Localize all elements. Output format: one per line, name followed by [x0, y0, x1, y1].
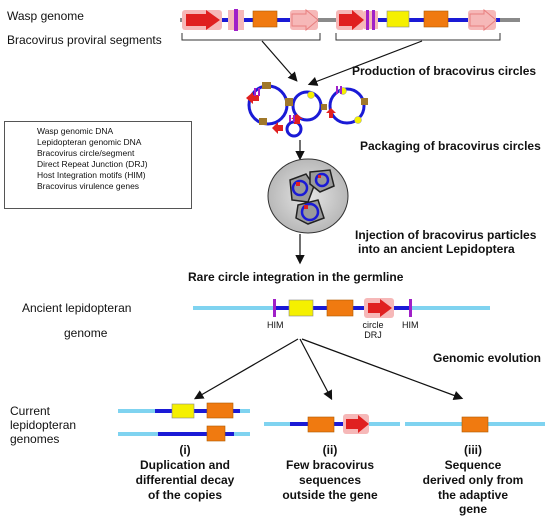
- proviral-segments-label: Bracovirus proviral segments: [7, 33, 162, 47]
- him-label-right: HIM: [402, 320, 419, 330]
- legend-item-virulence-genes: Bracovirus virulence genes: [37, 181, 140, 191]
- current-genome-1: [118, 402, 250, 442]
- ancient-genome-label-2: genome: [64, 326, 108, 340]
- legend-item-lep-dna: Lepidopteran genomic DNA: [37, 137, 142, 147]
- outcome-2-line-1: Few bracovirus: [285, 458, 375, 472]
- outcome-3-line-3: the adaptive: [437, 488, 509, 502]
- outcome-3-line-1: Sequence: [444, 458, 502, 472]
- him-label-left: HIM: [267, 320, 284, 330]
- legend-item-him: Host Integration motifs (HIM): [37, 170, 146, 180]
- current-genome-2: [264, 414, 400, 434]
- arrow-to-outcome-3: [301, 338, 464, 400]
- circle-drj-label-1: circle: [362, 320, 384, 330]
- arrow-segment1: [261, 40, 298, 82]
- arrow-to-outcome-1: [193, 338, 299, 400]
- bracovirus-particle: [267, 158, 349, 234]
- legend-box: Wasp genomic DNA Lepidopteran genomic DN…: [4, 121, 192, 209]
- legend-item-bracovirus: Bracovirus circle/segment: [37, 148, 135, 158]
- current-genomes-label-2: lepidopteran: [10, 418, 77, 432]
- bracovirus-circles: [246, 82, 368, 138]
- outcome-2-line-3: outside the gene: [282, 488, 378, 502]
- outcome-3-numeral: (iii): [464, 443, 482, 457]
- packaging-label: Packaging of bracovirus circles: [360, 139, 541, 153]
- outcome-2-numeral: (ii): [322, 443, 338, 457]
- genomic-evolution-label: Genomic evolution: [433, 351, 542, 365]
- outcome-1-line-2: differential decay: [135, 473, 235, 487]
- outcome-1-line-3: of the copies: [147, 488, 222, 502]
- rare-integration-label: Rare circle integration in the germline: [188, 270, 404, 284]
- outcome-3-line-4: gene: [458, 502, 487, 516]
- injection-label-1: Injection of bracovirus particles: [355, 228, 537, 242]
- outcome-2-line-2: sequences: [298, 473, 362, 487]
- current-genomes-label-3: genomes: [10, 432, 60, 446]
- wasp-genome-track: [180, 8, 520, 41]
- wasp-genome-label: Wasp genome: [7, 9, 84, 23]
- outcome-3-line-2: derived only from: [422, 473, 524, 487]
- outcome-1-line-1: Duplication and: [140, 458, 230, 472]
- ancient-genome-label-1: Ancient lepidopteran: [22, 301, 132, 315]
- arrow-segment2: [307, 40, 423, 86]
- circle-drj-label-2: DRJ: [364, 330, 382, 340]
- outcome-1-numeral: (i): [179, 443, 191, 457]
- current-genome-3: [405, 416, 545, 433]
- production-label: Production of bracovirus circles: [352, 64, 537, 78]
- injection-label-2: into an ancient Lepidoptera: [358, 242, 515, 256]
- current-genomes-label-1: Current: [10, 404, 51, 418]
- legend-item-wasp-dna: Wasp genomic DNA: [37, 126, 114, 136]
- legend-item-drj: Direct Repeat Junction (DRJ): [37, 159, 148, 169]
- ancient-genome-track: [193, 298, 490, 318]
- arrow-to-outcome-2: [299, 338, 333, 401]
